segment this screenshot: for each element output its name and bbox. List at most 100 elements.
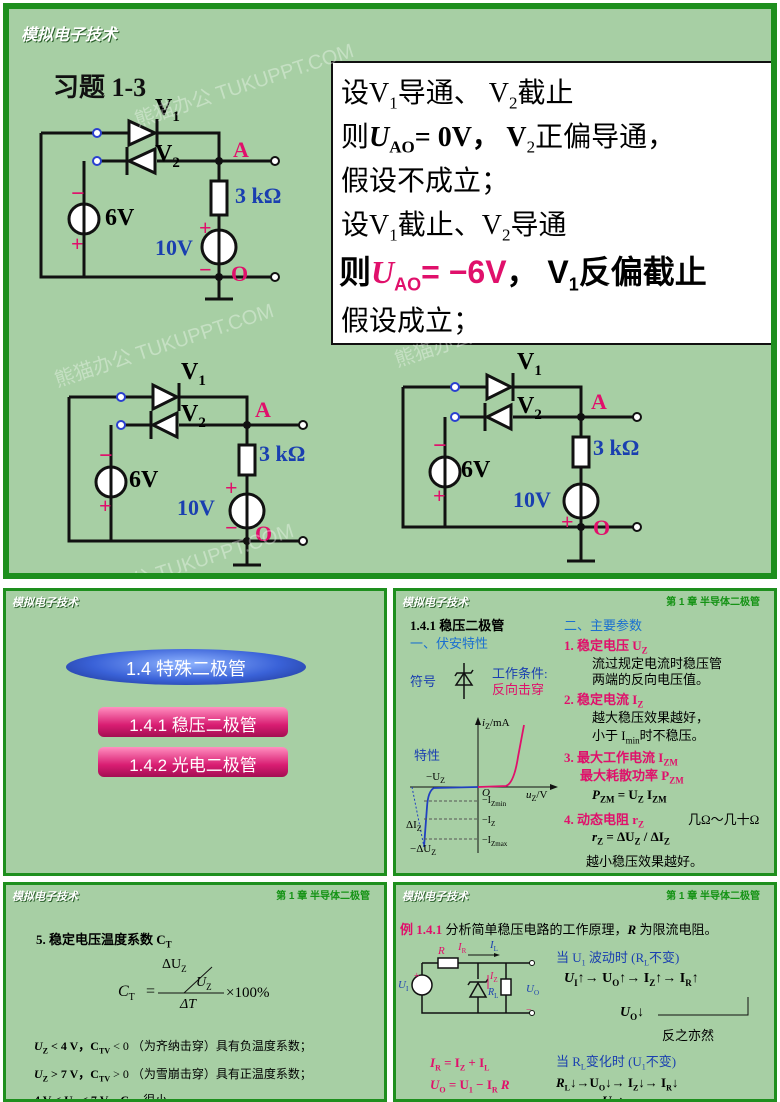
circuit-left — [67, 382, 308, 567]
analysis-line-6: 假设成立； — [341, 306, 482, 337]
chapter-label: 第 1 章 半导体二极管 — [276, 891, 370, 902]
circuit-u1-label: UI — [398, 979, 409, 994]
slide-special-diodes: 模拟电子技术 1.4 特殊二极管 1.4.1 稳压二极管 1.4.2 光电二极管 — [3, 588, 387, 876]
circuit-main — [39, 118, 280, 301]
label-resistor-right: 3 kΩ — [593, 435, 640, 460]
label-o: O — [231, 261, 249, 286]
label-6v-left: 6V — [129, 467, 159, 493]
label-10v-left: 10V — [177, 495, 215, 520]
label-v1-left: V1 — [181, 359, 206, 389]
circuit-ir-label: IR — [458, 941, 467, 956]
formula-uo: UO = U1 − IR R — [430, 1077, 510, 1095]
circuit-r-label: R — [438, 945, 445, 957]
label-o-left: O — [255, 521, 273, 546]
sign-plus-10v: + — [199, 215, 212, 240]
label-v1: V1 — [155, 95, 180, 125]
axis-y-label: iZ/mA — [482, 717, 510, 732]
formula-eq: = — [146, 983, 156, 1000]
section-iv: 一、伏安特性 — [410, 636, 489, 651]
sign-minus-10v: − — [199, 257, 212, 282]
param-4-range: 几Ω～几十Ω — [688, 812, 760, 827]
label-10v-right: 10V — [513, 487, 551, 512]
circuit-iz-label: IZ — [490, 971, 498, 984]
title-ellipse — [66, 649, 306, 685]
item-zener: 1.4.1 稳压二极管 — [129, 716, 257, 735]
zener-symbol-icon — [454, 663, 474, 699]
sub-title: 1.4.1 稳压二极管 — [410, 618, 505, 633]
param-1-desc-2: 两端的反向电压值。 — [592, 672, 710, 687]
axis-x-label: uZ/V — [526, 789, 548, 804]
param-4-title: 4. 动态电阻 rZ — [564, 812, 645, 830]
case-rl: 当 RL变化时 (U1不变) — [556, 1054, 677, 1072]
curve-label: 特性 — [414, 748, 441, 763]
label-v2-left: V2 — [181, 401, 206, 431]
slide-temp-coefficient: 模拟电子技术 第 1 章 半导体二极管 5. 稳定电压温度系数 CT CT = … — [3, 882, 387, 1102]
label-a: A — [233, 137, 249, 162]
rule-mid: 4 V < UZ < 7 V，CTV 很小。 — [34, 1093, 180, 1102]
param-2-desc-1: 越大稳压效果越好， — [592, 710, 710, 725]
chain-4: UO↑ — [602, 1093, 625, 1102]
izmin-label: −IZmin — [482, 795, 507, 808]
analysis-line-2: 则UAO= 0V， V2正偏导通， — [341, 122, 676, 157]
param-4-formula: rZ = ΔUZ / ΔIZ — [592, 829, 670, 847]
delta-iz-label: ΔIZ — [406, 819, 422, 834]
circuit-il-label: IL — [490, 939, 498, 954]
param-2-desc-2: 小于 Imin时不稳压。 — [592, 728, 705, 746]
rule-avalanche: UZ > 7 V，CTV > 0 （为雪崩击穿）具有正温度系数； — [34, 1067, 312, 1084]
param-3-formula: PZM = UZ IZM — [592, 787, 667, 805]
slide-header: 模拟电子技术 — [21, 27, 118, 44]
param-5-title: 5. 稳定电压温度系数 CT — [36, 932, 172, 950]
circuit-minus: − — [526, 1005, 532, 1016]
sign-plus-left-10v: + — [225, 475, 238, 500]
sign-plus-right-6v: + — [433, 483, 446, 508]
fraction-lines — [158, 966, 224, 994]
iz-label: −IZ — [482, 815, 496, 828]
label-6v-right: 6V — [461, 457, 491, 483]
chain-2: UO↓ — [620, 1005, 645, 1022]
sign-minus-right-6v: − — [433, 433, 447, 459]
example-title: 例 1.4.1 分析简单稳压电路的工作原理，R 为限流电阻。 — [400, 922, 718, 937]
slide-header: 模拟电子技术 — [402, 597, 468, 609]
formula-percent: ×100% — [226, 985, 270, 1001]
formula-mid: UZ — [196, 975, 212, 992]
slide-header: 模拟电子技术 — [12, 597, 78, 609]
chain-1: UI↑→ UO↑→ IZ↑→ IR↑ — [564, 971, 699, 988]
problem-title: 习题 1-3 — [53, 73, 147, 102]
param-3-title: 3. 最大工作电流 IZM — [564, 750, 678, 768]
param-1-desc-1: 流过规定电流时稳压管 — [592, 656, 723, 671]
section-title: 1.4 特殊二极管 — [125, 659, 247, 679]
analysis-line-5: 则UAO= −6V， V1反偏截止 — [339, 254, 707, 295]
izmax-label: −IZmax — [482, 835, 508, 848]
work-condition: 工作条件: — [492, 666, 548, 681]
label-v2: V2 — [155, 141, 180, 171]
param-1-title: 1. 稳定电压 UZ — [564, 638, 648, 656]
label-a-right: A — [591, 389, 607, 414]
chapter-label: 第 1 章 半导体二极管 — [666, 891, 760, 902]
label-resistor: 3 kΩ — [235, 183, 282, 208]
label-resistor-left: 3 kΩ — [259, 441, 306, 466]
label-6v: 6V — [105, 205, 135, 231]
case-u1: 当 U1 波动时 (RL不变) — [556, 950, 680, 968]
sign-minus-6v: − — [71, 181, 85, 207]
iv-curve-chart — [410, 717, 558, 853]
sign-plus-right-10v: + — [561, 509, 574, 534]
analysis-line-3: 假设不成立； — [341, 166, 510, 197]
param-4-desc: 越小稳压效果越好。 — [586, 854, 704, 869]
sign-minus-left-6v: − — [99, 443, 113, 469]
circuit-rl-label: RL — [488, 987, 499, 1000]
item-photodiode: 1.4.2 光电二极管 — [129, 756, 257, 775]
sign-plus-6v: + — [71, 231, 84, 256]
analysis-line-4: 设V1截止、V2导通 — [341, 210, 567, 245]
circuit-plus: + — [414, 971, 420, 982]
label-a-left: A — [255, 397, 271, 422]
formula-ir: IR = IZ + IL — [430, 1055, 490, 1073]
work-condition-value: 反向击穿 — [492, 682, 545, 697]
rule-zener: UZ < 4 V，CTV < 0 （为齐纳击穿）具有负温度系数； — [34, 1039, 312, 1056]
chapter-label: 第 1 章 半导体二极管 — [666, 597, 760, 608]
sign-plus-left-6v: + — [99, 493, 112, 518]
formula-denominator: ΔT — [180, 997, 197, 1012]
analysis-line-1: 设V1导通、 V2截止 — [341, 78, 574, 113]
circuit-right — [401, 372, 642, 563]
chain-3: RL↓→UO↓→ IZ↓→ IR↓ — [556, 1075, 679, 1093]
label-v2-right: V2 — [517, 393, 542, 423]
